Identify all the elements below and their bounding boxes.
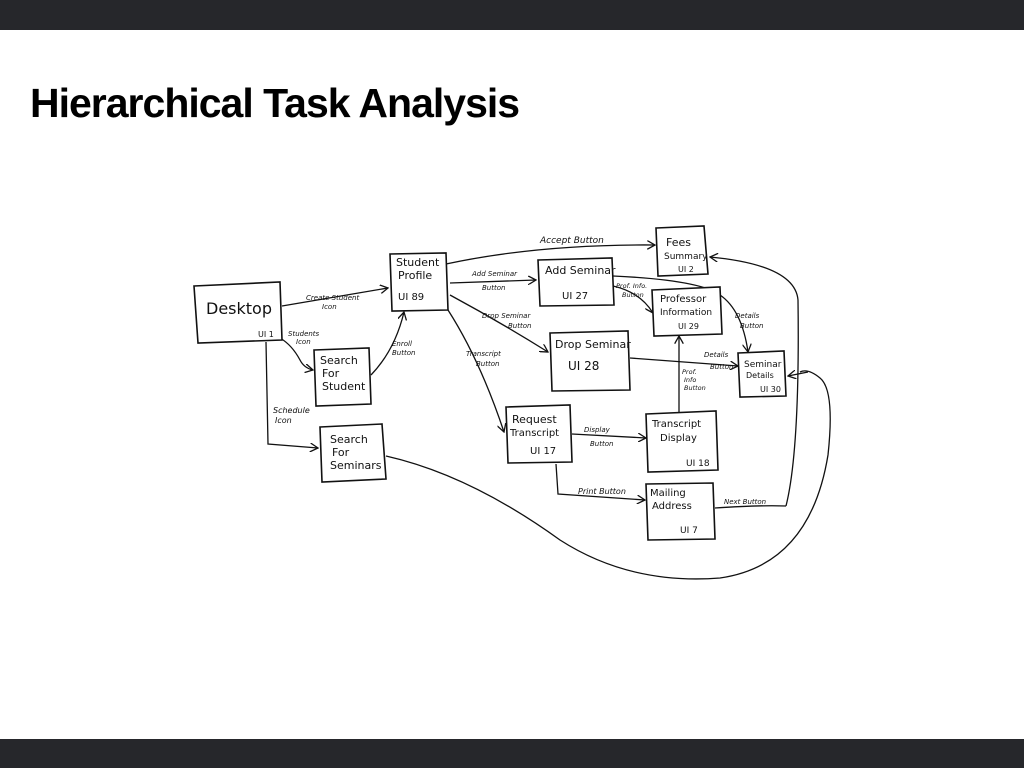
edge-label-display-1: Display [584, 426, 611, 434]
edge-label-schedule-icon-2: Icon [275, 416, 292, 425]
edge-desktop-search-student [279, 337, 313, 370]
edge-seminars-return-head [788, 372, 809, 376]
edge-details-mid [629, 357, 738, 366]
node-student-profile-id: UI 89 [398, 292, 424, 303]
edge-label-display-2: Button [590, 440, 613, 448]
edge-next [714, 505, 787, 509]
edge-label-prof-info-mid-1: Prof. [682, 368, 697, 376]
edge-drop-seminar [449, 294, 548, 352]
node-student-profile-label-2: Profile [398, 269, 432, 282]
edge-prof-info-top [612, 285, 653, 313]
edge-label-prof-info-top-1: Prof. Info. [616, 282, 647, 290]
edge-fees-return [710, 257, 799, 507]
node-transcript-display-id: UI 18 [686, 459, 710, 469]
node-student-profile-label-1: Student [396, 256, 440, 269]
node-seminar-details-label-1: Seminar [744, 360, 782, 370]
edge-label-enroll-1: Enroll [392, 340, 412, 348]
node-fees-summary: Fees Summary UI 2 [655, 225, 709, 277]
node-transcript-display: Transcript Display UI 18 [645, 410, 719, 473]
node-drop-seminar-id: UI 28 [568, 359, 599, 373]
edge-transcript [447, 309, 504, 432]
edge-display [571, 434, 646, 438]
edge-label-details-top-1: Details [735, 312, 760, 320]
node-search-for-seminars-label-1: Search [330, 433, 368, 446]
edge-label-add-seminar-1: Add Seminar [471, 270, 518, 278]
edge-accept [445, 245, 655, 265]
edge-label-students-icon-1: Students [288, 330, 320, 338]
edge-label-accept: Accept Button [539, 236, 604, 246]
node-professor-information-id: UI 29 [678, 322, 699, 331]
edge-label-enroll-2: Button [392, 349, 415, 357]
node-mailing-address-label-1: Mailing [650, 488, 686, 499]
edge-label-drop-seminar-1: Drop Seminar [482, 312, 531, 320]
node-fees-summary-label-2: Summary [664, 252, 708, 262]
slide-title: Hierarchical Task Analysis [30, 80, 520, 126]
node-seminar-details-label-2: Details [746, 371, 774, 380]
edge-labels: Create Student Icon Students Icon Schedu… [273, 236, 766, 506]
node-transcript-display-label-1: Transcript [651, 419, 701, 430]
node-fees-summary-id: UI 2 [678, 265, 694, 274]
node-mailing-address-id: UI 7 [680, 526, 698, 536]
node-professor-information-label-1: Professor [660, 294, 707, 305]
edge-add-seminar [449, 280, 536, 283]
edge-label-prof-info-mid-3: Button [684, 384, 706, 392]
edge-label-create-student-1: Create Student [306, 294, 359, 302]
edge-label-prof-info-top-2: Button [622, 291, 644, 299]
edge-label-next: Next Button [724, 498, 766, 506]
node-professor-information-label-2: Information [660, 308, 712, 318]
node-add-seminar-label: Add Seminar [545, 264, 616, 277]
edge-label-details-mid-1: Details [704, 351, 729, 359]
edge-seminars-return [385, 370, 831, 580]
edge-desktop-student-profile [281, 288, 388, 307]
edges [265, 245, 831, 580]
node-search-for-seminars-label-3: Seminars [330, 459, 382, 472]
edge-desktop-search-seminars [265, 341, 318, 448]
node-fees-summary-label-1: Fees [666, 236, 691, 249]
edge-label-print: Print Button [578, 487, 626, 496]
edge-label-details-top-2: Button [740, 322, 763, 330]
edge-label-transcript-1: Transcript [466, 350, 501, 358]
node-professor-information: Professor Information UI 29 [651, 286, 723, 337]
edge-label-schedule-icon-1: Schedule [273, 406, 310, 415]
node-desktop: Desktop UI 1 [193, 281, 283, 344]
edge-label-add-seminar-2: Button [482, 284, 505, 292]
node-seminar-details-id: UI 30 [760, 385, 781, 394]
node-seminar-details: Seminar Details UI 30 [737, 350, 787, 398]
node-student-profile: Student Profile UI 89 [389, 252, 449, 312]
node-add-seminar: Add Seminar UI 27 [537, 257, 616, 307]
node-request-transcript-id: UI 17 [530, 446, 556, 457]
node-desktop-id: UI 1 [258, 330, 274, 339]
bottom-bar [0, 739, 1024, 768]
node-request-transcript-label-2: Transcript [509, 428, 559, 439]
node-add-seminar-id: UI 27 [562, 291, 588, 302]
node-request-transcript: Request Transcript UI 17 [505, 404, 573, 464]
node-search-for-student-label-3: Student [322, 380, 366, 393]
node-mailing-address: Mailing Address UI 7 [645, 482, 716, 541]
edge-label-create-student-2: Icon [322, 303, 337, 311]
node-desktop-label: Desktop [206, 299, 272, 318]
node-transcript-display-label-2: Display [660, 433, 697, 444]
node-mailing-address-label-2: Address [652, 501, 692, 512]
top-bar [0, 0, 1024, 30]
node-drop-seminar-label: Drop Seminar [555, 338, 631, 351]
edge-print [555, 463, 645, 500]
edge-label-transcript-2: Button [476, 360, 499, 368]
edge-search-student-student-profile [370, 312, 404, 376]
node-search-for-student: Search For Student [313, 347, 372, 407]
node-search-for-student-label-2: For [322, 367, 340, 380]
edge-label-prof-info-mid-2: Info [684, 376, 696, 384]
node-search-for-seminars-label-2: For [332, 446, 350, 459]
edge-label-details-mid-2: Button [710, 363, 733, 371]
node-search-for-seminars: Search For Seminars [319, 423, 387, 483]
node-request-transcript-label-1: Request [512, 413, 557, 426]
edge-label-drop-seminar-2: Button [508, 322, 531, 330]
node-search-for-student-label-1: Search [320, 354, 358, 367]
node-drop-seminar: Drop Seminar UI 28 [549, 330, 631, 392]
edge-details-top [719, 294, 748, 352]
edge-label-students-icon-2: Icon [296, 338, 311, 346]
